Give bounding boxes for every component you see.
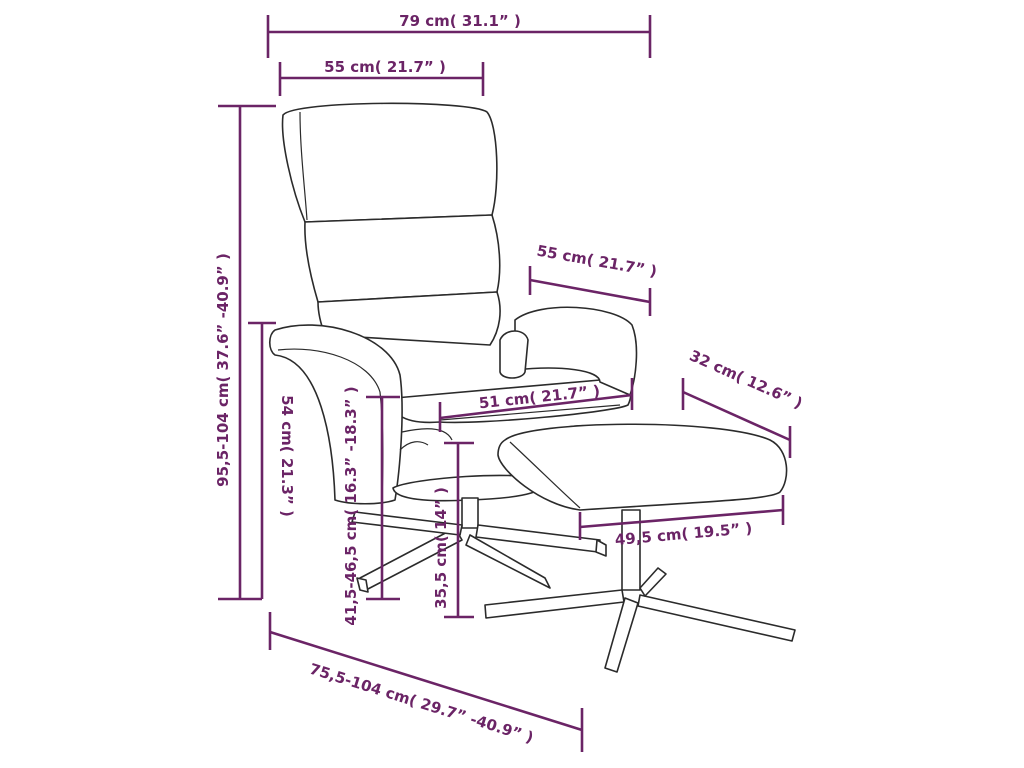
headrest-cushion [281,102,498,223]
dimension-lines [218,15,792,752]
lumbar-section [317,291,501,346]
left-armrest [268,324,403,505]
footstool-star-base [484,567,796,673]
recliner-chair [268,102,638,593]
chair-star-base [351,511,607,593]
back-cushion [304,214,501,303]
footstool-cushion [497,423,788,511]
footstool [484,423,796,673]
chair-post [461,497,479,529]
footstool-height-label: 35,5 cm( 14” ) [432,487,450,609]
armrest-length-label: 55 cm( 21.7” ) [535,242,658,281]
total-height-label: 95,5-104 cm( 37.6” -40.9” ) [214,253,232,487]
overall-width-label: 79 cm( 31.1” ) [399,12,521,30]
overall-depth-label: 75,5-104 cm( 29.7” -40.9” ) [307,660,535,747]
right-armrest [514,306,638,396]
armrest-pad-right [499,330,529,379]
footstool-post [621,509,641,591]
seat-height-label: 41,5-46,5 cm( 16.3” -18.3” ) [342,386,360,625]
backrest-width-label: 55 cm( 21.7” ) [324,58,446,76]
armrest-height-label: 54 cm( 21.3” ) [278,395,296,517]
